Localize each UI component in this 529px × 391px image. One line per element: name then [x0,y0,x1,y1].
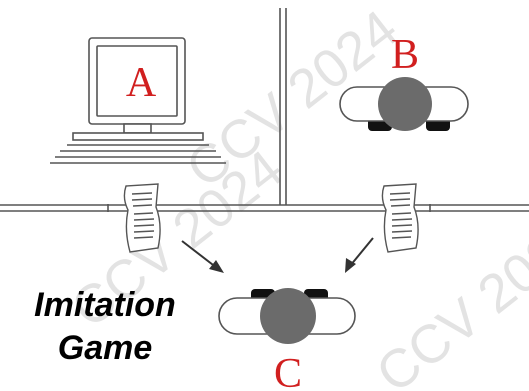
person-topview-icon [218,288,356,344]
arrow-icon [181,240,224,273]
paper-note-icon [123,183,161,253]
caption-line-1: Imitation [34,286,176,324]
paper-note-icon [381,183,419,253]
person-topview-icon [339,77,469,131]
arrow-icon [345,237,374,273]
label-a: A [126,60,157,106]
computer-icon [50,37,226,164]
room-walls [0,8,529,212]
label-c: C [274,351,302,391]
label-b: B [391,32,419,78]
caption-line-2: Game [58,329,153,367]
